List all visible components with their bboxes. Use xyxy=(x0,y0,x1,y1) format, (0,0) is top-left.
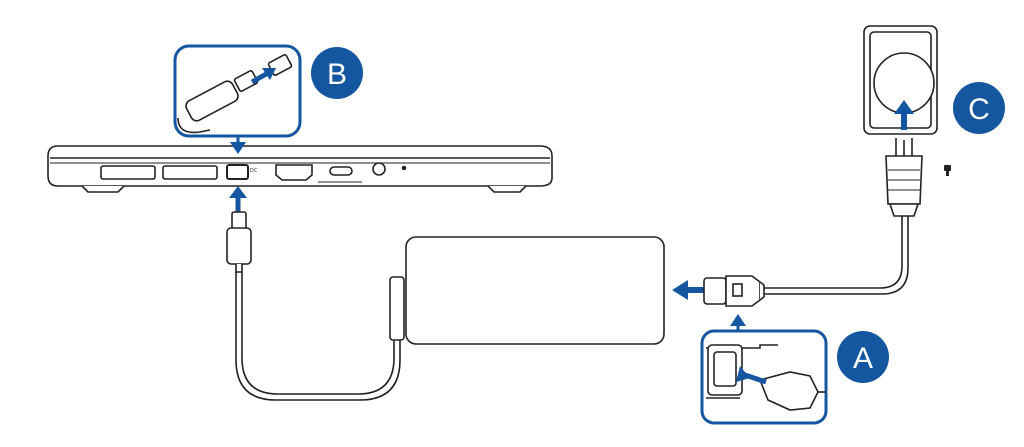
ac-connector xyxy=(703,216,909,307)
inset-b xyxy=(173,44,302,154)
svg-text:B: B xyxy=(327,58,347,91)
dc-plug-arrow xyxy=(229,186,247,212)
wall-plug xyxy=(885,138,923,217)
dc-in-port xyxy=(226,164,249,180)
power-adapter-brick xyxy=(405,236,665,345)
audio-jack xyxy=(372,162,386,176)
power-plug-icon xyxy=(944,162,951,176)
inset-a xyxy=(700,314,828,425)
hdmi-port xyxy=(275,164,313,181)
usb-c-port xyxy=(329,166,353,176)
svg-text:C: C xyxy=(968,93,990,126)
ac-connector-arrow xyxy=(672,280,704,300)
dc-port-mark: DC xyxy=(250,168,258,174)
step-a-badge: A xyxy=(837,331,889,383)
dc-cable xyxy=(226,211,405,401)
step-b-badge: B xyxy=(311,47,363,99)
wall-plug-arrow xyxy=(894,100,914,130)
wall-socket xyxy=(863,25,938,135)
step-c-badge: C xyxy=(953,82,1005,134)
status-led xyxy=(401,165,407,171)
usb-a-port-1 xyxy=(100,165,156,180)
usb-a-port-2 xyxy=(162,165,218,180)
laptop-side-view xyxy=(47,145,553,193)
svg-text:A: A xyxy=(853,342,873,375)
